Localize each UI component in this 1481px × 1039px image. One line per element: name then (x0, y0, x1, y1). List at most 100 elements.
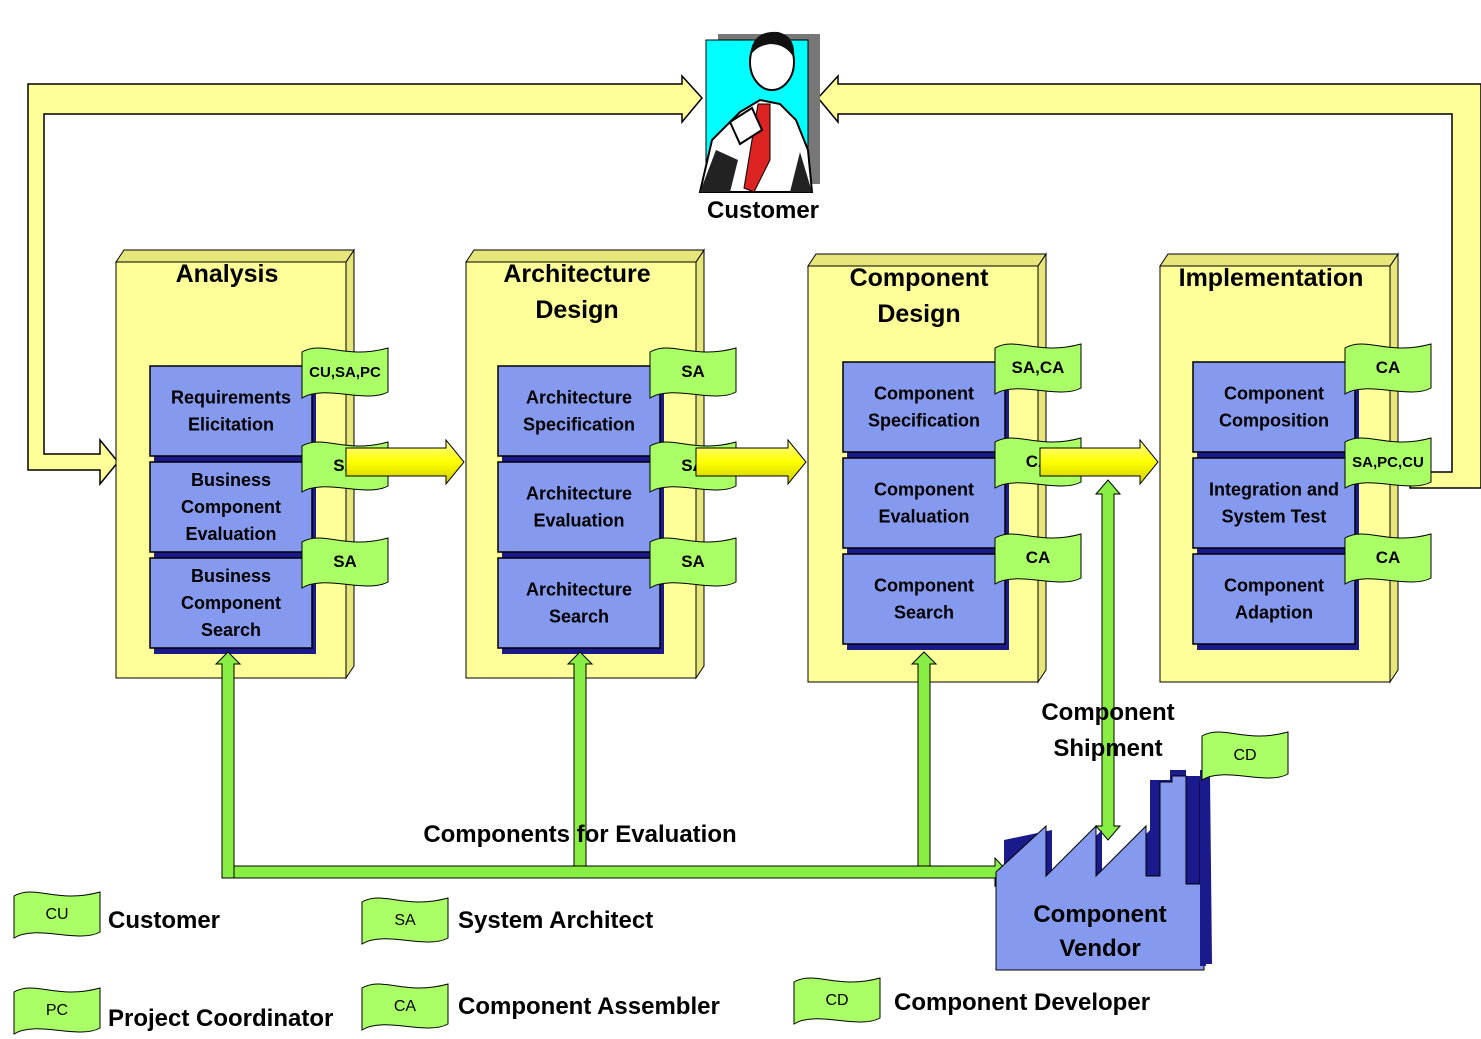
task-label: Architecture (526, 580, 632, 600)
role-flag-shape (649, 347, 737, 399)
role-flag: SA,PC,CU (1344, 437, 1432, 489)
analysis-up-arrow (214, 651, 242, 879)
legend-flag-text: SA (394, 912, 416, 929)
role-flag-shape (994, 533, 1082, 585)
customer-jacket-icon (700, 150, 812, 192)
task-label: Architecture (526, 484, 632, 504)
role-flag-shape (1344, 437, 1432, 489)
task-label: Evaluation (533, 511, 624, 531)
task-label: Search (894, 603, 954, 623)
phase-1: AnalysisRequirementsElicitationCU,SA,PCB… (115, 248, 389, 680)
task-rect (1192, 553, 1356, 645)
task-label: Evaluation (185, 524, 276, 544)
legend-flag: SA (361, 897, 449, 945)
phase-2: Architecture DesignArchitectureSpecificat… (465, 248, 737, 680)
role-flag-text: SA (681, 362, 705, 381)
loop-right-path (817, 74, 1481, 489)
phase-arrow-3 (1039, 438, 1159, 486)
legend-flag-shape (361, 897, 449, 945)
role-flag-shape (301, 537, 389, 589)
phase-title: Design (535, 296, 618, 324)
task-rect (149, 365, 313, 457)
shipment-label-line2: Shipment (1053, 735, 1162, 762)
role-flag-shape (994, 343, 1082, 395)
role-flag-shape (1344, 533, 1432, 585)
architecture-up-arrow (566, 651, 594, 867)
vendor-label-line1: Component (1033, 901, 1166, 928)
task-label: Adaption (1235, 603, 1313, 623)
phase-arrow-2 (695, 438, 807, 486)
legend-label: Component Developer (894, 989, 1150, 1016)
shipment-arrow (1094, 479, 1122, 841)
role-flag-shape (649, 537, 737, 589)
legend-flag-shape (13, 891, 101, 939)
task-label: Elicitation (188, 415, 274, 435)
green-flow (214, 479, 1122, 888)
role-flag-text: SA,PC,CU (1352, 454, 1424, 471)
legend-label: Customer (108, 907, 220, 934)
task-label: Requirements (171, 388, 291, 408)
role-flag-shape (301, 347, 389, 399)
role-flag: SA,CA (994, 343, 1082, 395)
legend-flag-text: CD (825, 992, 848, 1009)
task-label: Evaluation (878, 507, 969, 527)
task-label: Component (181, 497, 281, 517)
task-rect (1192, 457, 1356, 549)
role-flag: CA (1344, 533, 1432, 585)
task-label: Component (874, 576, 974, 596)
task-label: Specification (868, 411, 980, 431)
vendor-role-flag: CD (1200, 731, 1289, 966)
role-flag: CA (994, 533, 1082, 585)
task-label: Component (1224, 384, 1324, 404)
phase-title: Component (850, 264, 990, 292)
customer-figure (698, 31, 820, 193)
task-label: Search (201, 620, 261, 640)
task-label: Component (181, 593, 281, 613)
task-label: Composition (1219, 411, 1329, 431)
task-label: System Test (1222, 507, 1327, 527)
role-flag-shape (1344, 343, 1432, 395)
task-rect (497, 557, 661, 649)
role-flag-text: CA (1376, 358, 1401, 377)
legend-flag-text: CA (394, 998, 417, 1015)
legend-label: Project Coordinator (108, 1005, 333, 1032)
legend-flag: CA (361, 983, 449, 1031)
phase-3: ComponentDesignComponentSpecificationSA,… (807, 252, 1082, 684)
role-flag: CU,SA,PC (301, 347, 389, 399)
shipment-label-line1: Component (1041, 699, 1174, 726)
legend-item: PC Project Coordinator (13, 987, 333, 1035)
vendor-flag-banner: CD (1201, 731, 1289, 781)
legend-flag: PC (13, 987, 101, 1035)
task-rect (149, 461, 313, 553)
task-label: Architecture (526, 388, 632, 408)
task-rect (842, 457, 1006, 549)
role-flag-text: SA,CA (1012, 358, 1065, 377)
vendor-label-line2: Vendor (1059, 935, 1140, 962)
legend-flag-text: PC (46, 1002, 68, 1019)
role-flag-text: SA (333, 552, 357, 571)
legend-flag-shape (793, 977, 881, 1025)
task-label: Component (874, 384, 974, 404)
role-flag: CA (1344, 343, 1432, 395)
customer-hands-icon (728, 106, 764, 146)
role-flag-text: CA (1376, 548, 1401, 567)
legend-flag-shape (361, 983, 449, 1031)
legend-item: CD Component Developer (793, 977, 1150, 1025)
phase-4: ImplementationComponentCompositionCAInte… (1159, 252, 1432, 684)
task-label: Integration and (1209, 480, 1339, 500)
role-flag: SA (301, 537, 389, 589)
task-rect (1192, 361, 1356, 453)
vendor-flag-banner-text: CD (1233, 747, 1256, 764)
